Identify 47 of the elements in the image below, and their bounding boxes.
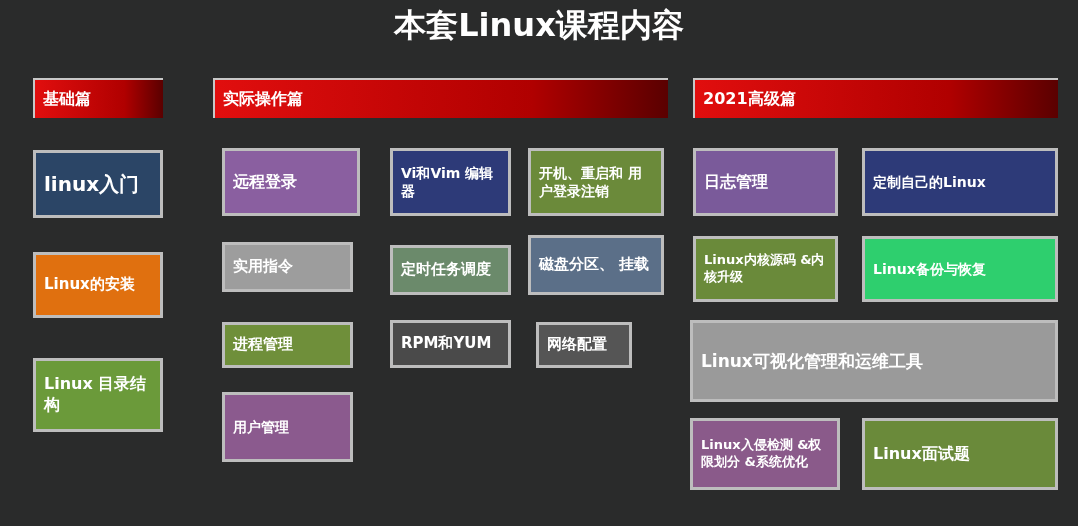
topic-label: Linux内核源码 &内核升级	[704, 252, 826, 286]
topic-box	[862, 236, 1058, 302]
topic-box	[390, 245, 511, 295]
topic-label: RPM和YUM	[401, 334, 493, 354]
topic-box	[528, 148, 664, 216]
topic-label: 进程管理	[233, 335, 294, 355]
topic-box	[390, 320, 511, 368]
topic-label: Linux入侵检测 &权限划分 &系统优化	[701, 437, 823, 471]
topic-box	[528, 235, 664, 295]
topic-box	[690, 320, 1058, 402]
topic-label: Linux备份与恢复	[873, 259, 987, 279]
section-header-bar	[213, 78, 668, 118]
topic-box	[536, 322, 632, 368]
topic-label: 远程登录	[233, 171, 298, 193]
topic-box	[693, 148, 838, 216]
topic-box	[33, 252, 163, 318]
topic-label: 实用指令	[233, 257, 294, 277]
topic-box	[222, 148, 360, 216]
topic-label: Linux的安装	[44, 275, 136, 295]
topic-box	[222, 392, 353, 462]
topic-label: 用户管理	[233, 417, 290, 437]
topic-box	[33, 358, 163, 432]
topic-label: 磁盘分区、 挂载	[539, 255, 651, 275]
topic-label: Linux面试题	[873, 443, 971, 465]
section-header-bar	[693, 78, 1058, 118]
topic-box	[862, 148, 1058, 216]
section-header-bar	[33, 78, 163, 118]
section-title: 2021高级篇	[703, 88, 797, 110]
topic-box	[222, 242, 353, 292]
topic-box	[33, 150, 163, 218]
section-title: 基础篇	[43, 88, 92, 110]
topic-label: Linux可视化管理和运维工具	[701, 349, 924, 373]
topic-box	[693, 236, 838, 302]
section-title: 实际操作篇	[223, 88, 304, 110]
title: 本套Linux课程内容	[392, 5, 685, 46]
topic-label: Linux 目录结构	[44, 374, 148, 416]
topic-box	[390, 148, 511, 216]
topic-label: linux入门	[44, 171, 141, 197]
topic-label: 网络配置	[547, 335, 608, 355]
topic-label: Vi和Vim 编辑器	[401, 163, 495, 201]
topic-box	[862, 418, 1058, 490]
topic-label: 开机、重启和 用户登录注销	[539, 163, 643, 201]
topic-label: 定时任务调度	[401, 260, 492, 280]
topic-label: 日志管理	[704, 171, 769, 193]
topic-box	[222, 322, 353, 368]
topic-label: 定制自己的Linux	[873, 172, 987, 192]
topic-box	[690, 418, 840, 490]
